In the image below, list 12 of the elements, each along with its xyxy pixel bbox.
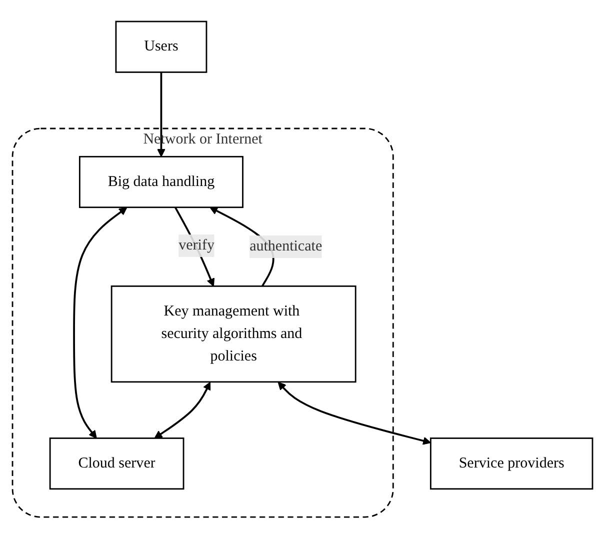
arrow bbox=[278, 382, 432, 445]
arrow bbox=[73, 206, 128, 438]
edge-label: authenticate bbox=[250, 238, 322, 254]
node-box: Cloud server bbox=[49, 437, 184, 490]
node-box: Big data handling bbox=[78, 156, 244, 208]
arrow bbox=[174, 206, 215, 286]
arrow bbox=[157, 72, 166, 157]
node-box: Users bbox=[115, 20, 208, 73]
edge-label: verify bbox=[178, 237, 214, 253]
node-box: Service providers bbox=[430, 437, 594, 490]
arrow bbox=[154, 382, 211, 438]
node-box: Key management with security algorithms and policies bbox=[110, 285, 356, 382]
